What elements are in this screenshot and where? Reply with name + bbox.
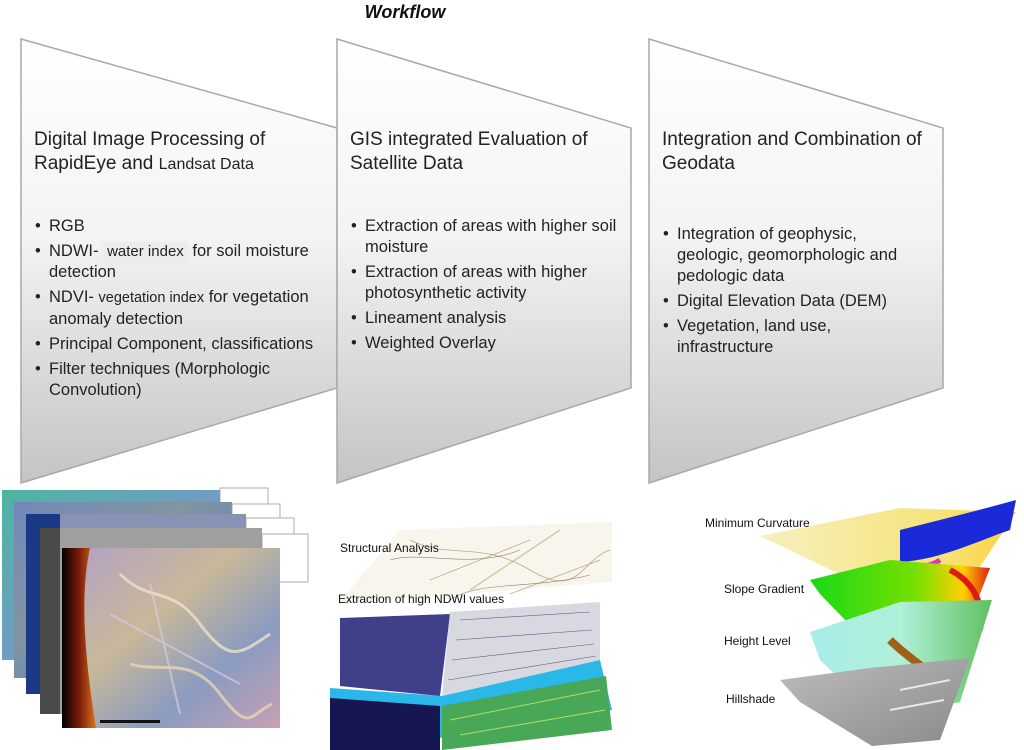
step-panel-geodata-integration: Integration and Combination of Geodata I… bbox=[648, 38, 966, 484]
gis-overlay-figure bbox=[330, 522, 612, 750]
step-bullet-list: Integration of geophysic, geologic, geom… bbox=[662, 224, 902, 362]
chevron-shape bbox=[336, 38, 632, 484]
step-bullet-list: RGB NDWI- water index for soil moisture … bbox=[34, 216, 324, 405]
list-item: RGB bbox=[34, 216, 324, 237]
structural-analysis-layer bbox=[338, 522, 612, 604]
step-heading: GIS integrated Evaluation of Satellite D… bbox=[350, 129, 588, 174]
list-item: Extraction of areas with higher photosyn… bbox=[350, 262, 620, 304]
ndwi-extraction-label: Extraction of high NDWI values bbox=[338, 592, 505, 606]
satellite-image-main bbox=[62, 548, 280, 728]
list-item: Extraction of areas with higher soil moi… bbox=[350, 216, 620, 258]
list-item: Principal Component, classifications bbox=[34, 334, 324, 355]
list-item: Digital Elevation Data (DEM) bbox=[662, 291, 902, 312]
minimum-curvature-label: Minimum Curvature bbox=[705, 516, 810, 530]
structural-analysis-label: Structural Analysis bbox=[340, 541, 439, 555]
water-index-tag: water index bbox=[103, 242, 188, 261]
step-heading: Digital Image Processing of RapidEye and… bbox=[34, 129, 266, 174]
hillshade-layer bbox=[780, 658, 970, 746]
ndwi-extraction-layer bbox=[340, 602, 600, 696]
list-item: Lineament analysis bbox=[350, 308, 620, 329]
list-item: Vegetation, land use, infrastructure bbox=[662, 316, 902, 358]
list-item: NDWI- water index for soil moisture dete… bbox=[34, 241, 324, 283]
vegetation-index-tag: vegetation index bbox=[98, 290, 205, 306]
list-item: NDVI- vegetation index for vegetation an… bbox=[34, 287, 324, 330]
ndvi-vegetation-layer bbox=[330, 660, 612, 750]
list-item: Weighted Overlay bbox=[350, 333, 620, 354]
slope-gradient-label: Slope Gradient bbox=[724, 582, 805, 596]
step-panel-image-processing: Digital Image Processing of RapidEye and… bbox=[20, 38, 338, 484]
height-level-label: Height Level bbox=[724, 634, 791, 648]
step-heading: Integration and Combination of Geodata bbox=[662, 129, 922, 174]
hillshade-label: Hillshade bbox=[726, 692, 776, 706]
list-item: Integration of geophysic, geologic, geom… bbox=[662, 224, 902, 287]
satellite-image-stack-figure bbox=[2, 487, 309, 728]
list-item: Filter techniques (Morphologic Convoluti… bbox=[34, 359, 324, 401]
step-bullet-list: Extraction of areas with higher soil moi… bbox=[350, 216, 620, 358]
dem-layer-stack-figure bbox=[760, 500, 1016, 746]
workflow-title: Workflow bbox=[364, 2, 446, 22]
step-panel-gis-evaluation: GIS integrated Evaluation of Satellite D… bbox=[336, 38, 654, 484]
